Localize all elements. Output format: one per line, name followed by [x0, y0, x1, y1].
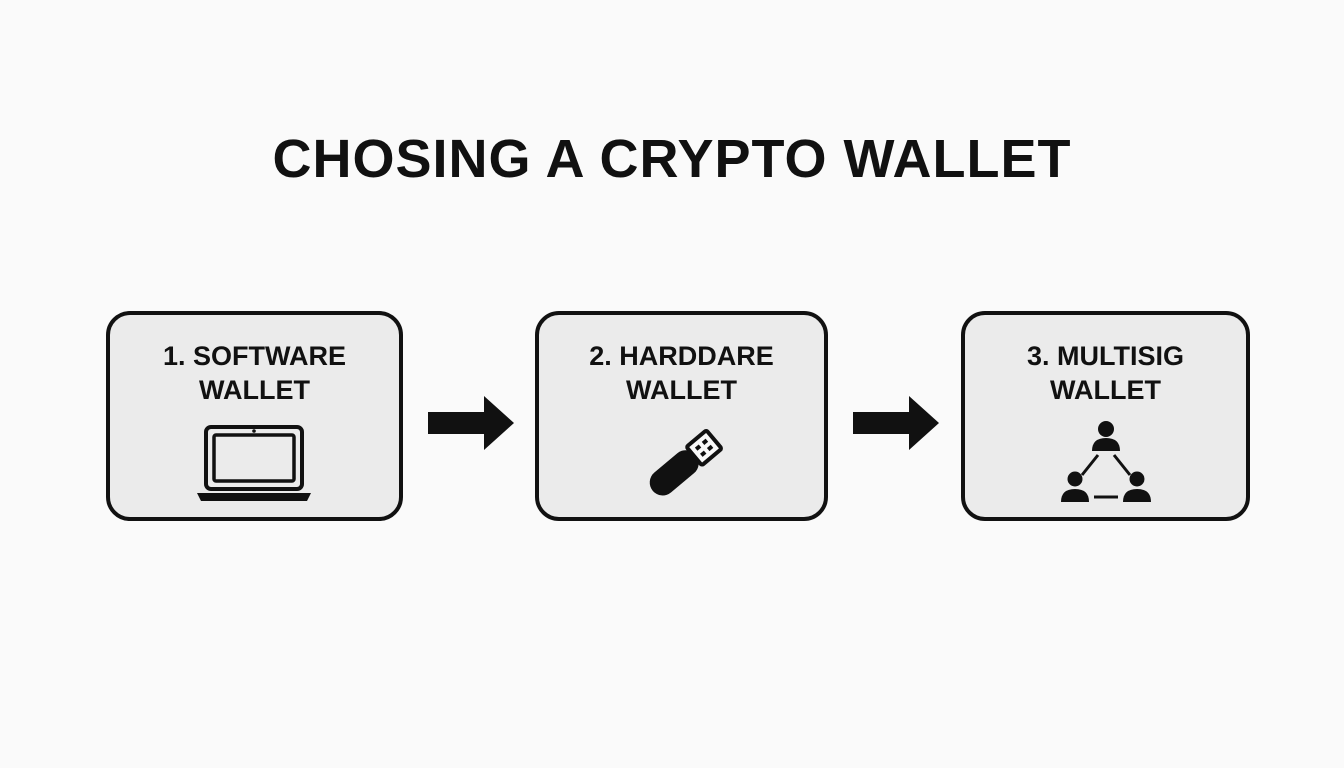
step-label-line2: WALLET	[1050, 375, 1161, 405]
right-arrow-icon	[853, 396, 939, 450]
step-label: 3. MULTISIG WALLET	[965, 339, 1246, 407]
step-label: 2. HARDDARE WALLET	[539, 339, 824, 407]
step-label-line1: 3. MULTISIG	[1026, 341, 1184, 371]
step-label-line1: 1. SOFTWARE	[162, 341, 346, 371]
diagram-title: CHOSING A CRYPTO WALLET	[272, 129, 1072, 189]
step-hardware-wallet: 2. HARDDARE WALLET	[535, 311, 828, 521]
step-multisig-wallet: 3. MULTISIG WALLET	[961, 311, 1250, 521]
step-label-line1: 2. HARDDARE	[589, 341, 774, 371]
step-label: 1. SOFTWARE WALLET	[110, 339, 399, 407]
step-software-wallet: 1. SOFTWARE WALLET	[106, 311, 403, 521]
person-icon	[1122, 471, 1151, 502]
person-icon	[1091, 421, 1120, 451]
right-arrow-icon	[428, 396, 514, 450]
step-label-line2: WALLET	[199, 375, 310, 405]
person-icon	[1060, 471, 1089, 502]
usb-drive-icon	[649, 429, 723, 496]
laptop-icon	[196, 425, 311, 501]
multisig-network-icon	[1060, 421, 1151, 502]
step-label-line2: WALLET	[626, 375, 737, 405]
